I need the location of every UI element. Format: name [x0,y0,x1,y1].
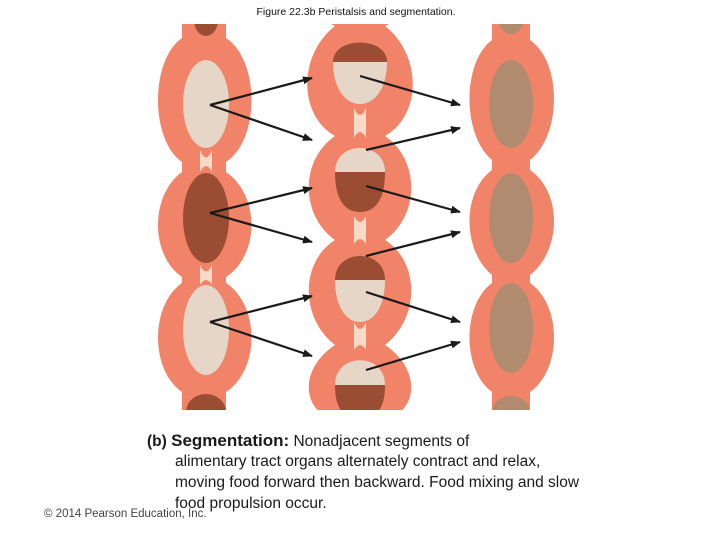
bolus-split [335,256,385,280]
caption-label: (b) [147,433,167,450]
bolus-dark [183,173,229,263]
arrow [209,294,313,324]
arrow [365,126,461,152]
bolus-split [335,172,385,212]
arrow [365,340,461,372]
arrow [209,211,313,244]
middle-intestine-segment [307,24,413,410]
bolus-split [335,385,385,410]
right-intestine-segment [469,24,554,410]
arrow [209,103,313,142]
bolus-mixed [489,283,533,373]
bolus-dark [186,394,226,410]
bolus-mixed [489,60,533,148]
figure-title: Figure 22.3b Peristalsis and segmentatio… [256,6,456,18]
copyright-notice: © 2014 Pearson Education, Inc. [44,508,207,520]
figure-caption: (b) Segmentation: Nonadjacent segments o… [147,430,587,514]
caption-text-first: Nonadjacent segments of [293,433,470,450]
bolus-mixed [489,173,533,263]
bolus-light [194,24,218,36]
arrow [365,290,461,324]
middle-tube-wall [307,24,413,410]
arrow [209,76,313,107]
arrow [209,320,313,358]
arrow [209,186,313,215]
bolus-light [183,60,229,148]
bolus-light [183,285,229,375]
caption-text-body: alimentary tract organs alternately cont… [175,453,580,512]
caption-heading: Segmentation: [171,431,290,450]
bolus-split [333,42,387,62]
arrow [359,74,461,107]
bolus-mixed [499,24,523,34]
arrow [365,184,461,214]
arrows-left-to-middle [209,76,313,358]
left-intestine-segment [158,24,252,410]
arrow [365,230,461,258]
arrows-middle-to-right [359,74,461,372]
bolus-mixed [493,396,529,410]
